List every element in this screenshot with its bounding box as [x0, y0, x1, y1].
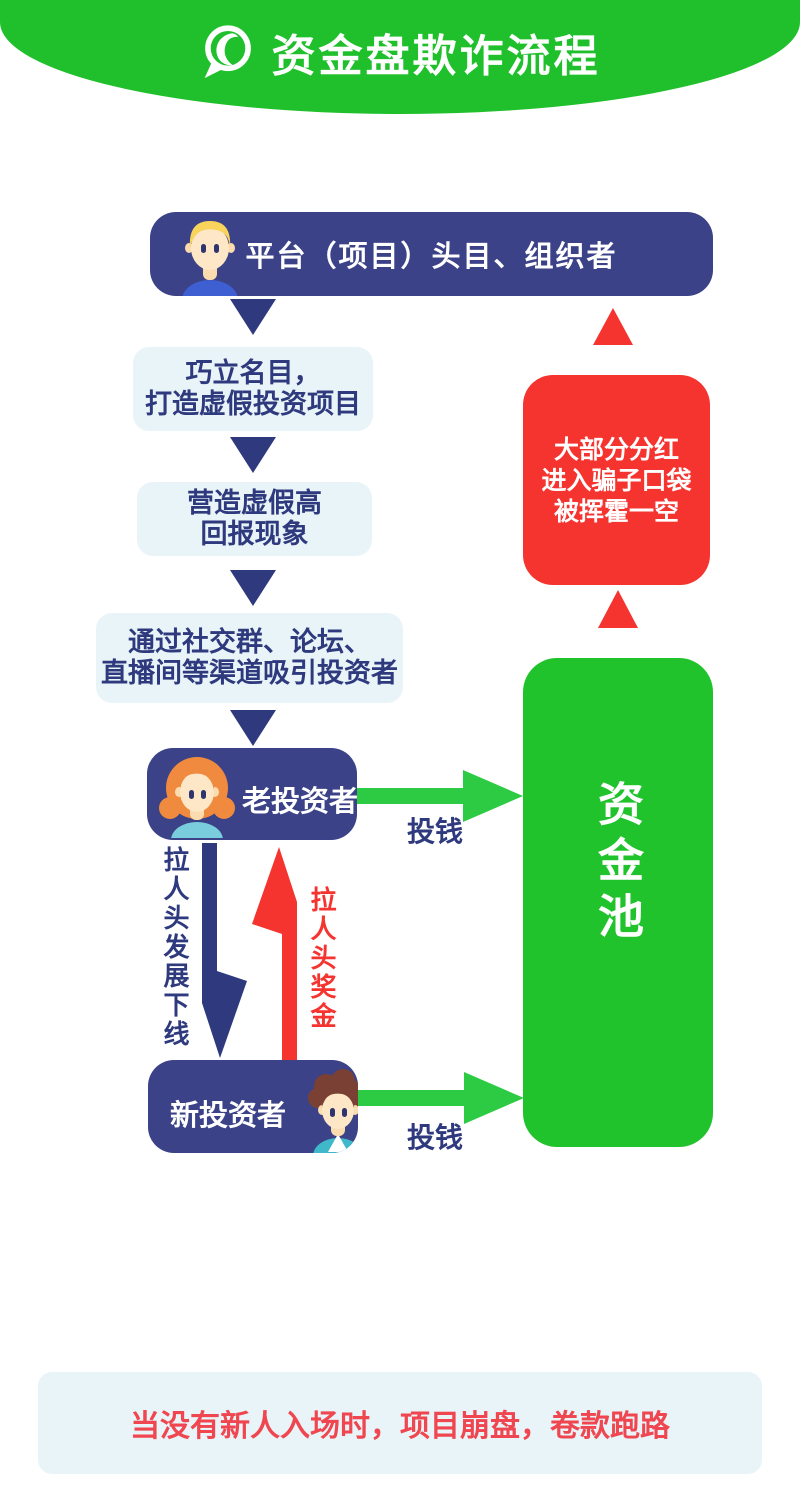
- invest-arrow-icon: [358, 1072, 524, 1124]
- up-arrow-icon: [598, 590, 638, 628]
- blonde-man-avatar: [170, 214, 250, 296]
- invest-new-label: 投钱: [406, 1121, 463, 1154]
- step-3-line-1: 通过社交群、论坛、: [128, 627, 371, 658]
- woman-avatar: [157, 750, 237, 838]
- new-investor-label: 新投资者: [170, 1098, 287, 1132]
- down-arrow-icon: [230, 570, 276, 606]
- dividend-box: 大部分分红 进入骗子口袋 被挥霍一空: [523, 375, 710, 585]
- footer-warning-text: 当没有新人入场时，项目崩盘，卷款跑路: [130, 1409, 670, 1444]
- new-investor-box: 新投资者: [148, 1060, 358, 1153]
- page-title: 资金盘欺诈流程: [271, 31, 601, 82]
- invest-old-label: 投钱: [406, 815, 463, 848]
- dividend-line-3: 被挥霍一空: [553, 496, 679, 526]
- step-3-line-2: 直播间等渠道吸引投资者: [101, 658, 398, 689]
- recruit-down-label: 拉人头发展下线: [159, 846, 189, 1049]
- step-box-1: 巧立名目， 打造虚假投资项目: [133, 347, 373, 431]
- organizer-box: 平台（项目）头目、组织者: [150, 212, 713, 296]
- header-title-row: 资金盘欺诈流程: [0, 20, 800, 84]
- money-pool-label: 资金池: [591, 780, 645, 948]
- down-arrow-icon: [230, 437, 276, 473]
- money-pool-box: 资金池: [523, 658, 713, 1147]
- recruit-up-label: 拉人头奖金: [306, 886, 336, 1031]
- step-2-line-2: 回报现象: [200, 519, 309, 550]
- old-investor-box: 老投资者: [147, 748, 357, 840]
- step-1-line-1: 巧立名目，: [185, 358, 321, 389]
- speech-bubble-icon: [200, 23, 256, 81]
- up-arrow-icon: [593, 308, 633, 345]
- down-arrow-icon: [230, 299, 276, 335]
- old-investor-label: 老投资者: [242, 784, 357, 818]
- curly-man-avatar: [298, 1068, 358, 1153]
- step-box-2: 营造虚假高 回报现象: [137, 482, 372, 556]
- organizer-label: 平台（项目）头目、组织者: [245, 239, 618, 273]
- step-1-line-2: 打造虚假投资项目: [145, 389, 361, 420]
- step-2-line-1: 营造虚假高: [187, 488, 322, 519]
- dividend-line-2: 进入骗子口袋: [541, 465, 692, 495]
- invest-arrow-icon: [357, 770, 523, 822]
- recruit-up-arrow-icon: [252, 847, 297, 1062]
- step-box-3: 通过社交群、论坛、 直播间等渠道吸引投资者: [96, 613, 403, 703]
- dividend-line-1: 大部分分红: [553, 434, 679, 464]
- down-arrow-icon: [230, 710, 276, 746]
- footer-box: 当没有新人入场时，项目崩盘，卷款跑路: [38, 1372, 762, 1474]
- recruit-down-arrow-icon: [202, 843, 247, 1058]
